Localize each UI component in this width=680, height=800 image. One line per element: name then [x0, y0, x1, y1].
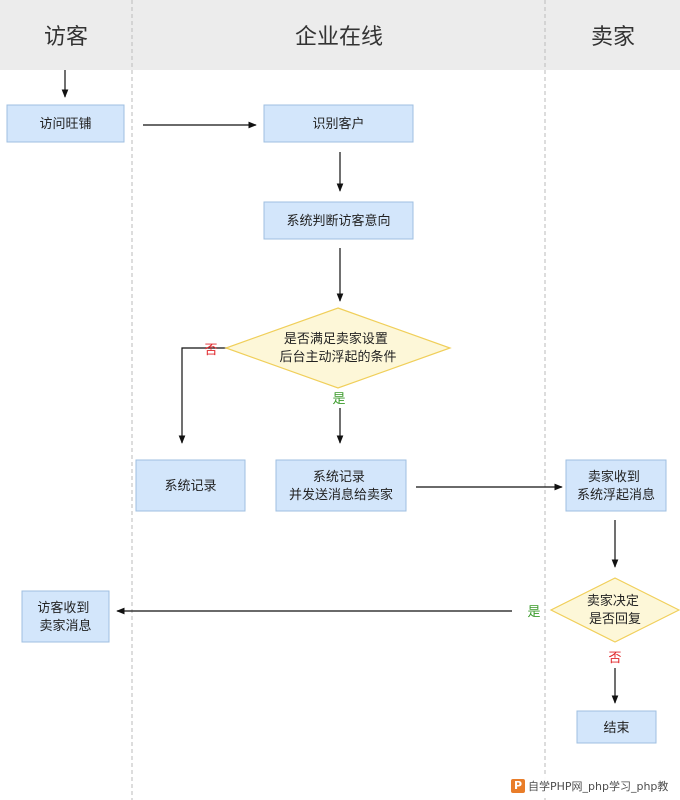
edge-label-yes-1: 是	[332, 392, 345, 407]
node-end	[576, 710, 657, 744]
node-record-and-send-label: 系统记录 并发送消息给卖家	[289, 470, 393, 503]
node-visit-shop-label: 访问旺铺	[39, 117, 91, 132]
watermark: P 自学PHP网_php学习_php教	[508, 776, 675, 796]
node-identify-customer	[263, 104, 414, 143]
lane-header-band	[0, 0, 680, 70]
node-record-only-label: 系统记录	[164, 479, 216, 494]
decision-seller-decide-label: 卖家决定 是否回复	[587, 593, 643, 627]
decision-condition-line-2: 后台主动浮起的条件	[279, 349, 396, 365]
edge-label-no-1: 否	[204, 343, 217, 358]
node-visitor-receive	[21, 590, 110, 643]
node-visitor-receive-label: 访客收到 卖家消息	[37, 600, 93, 634]
node-judge-intent-line-1: 系统判断访客意向	[286, 213, 390, 229]
node-identify-customer-label: 识别客户	[312, 116, 364, 132]
node-seller-receive-label: 卖家收到 系统浮起消息	[577, 469, 655, 503]
arrow-condition-no	[178, 347, 228, 444]
lane-title-visitor: 访客	[44, 25, 88, 50]
node-judge-intent-label: 系统判断访客意向	[286, 213, 390, 229]
node-record-and-send	[275, 459, 407, 512]
node-end-line-1: 结束	[603, 721, 629, 736]
node-record-and-send-line-2: 并发送消息给卖家	[289, 487, 393, 503]
decision-condition-label: 是否满足卖家设置 后台主动浮起的条件	[279, 331, 396, 365]
watermark-text: 自学PHP网_php学习_php教	[528, 780, 669, 793]
node-visitor-receive-line-2: 卖家消息	[39, 618, 91, 634]
node-visitor-receive-line-1: 访客收到	[37, 600, 89, 616]
watermark-logo-icon: P	[511, 779, 525, 793]
node-seller-receive	[565, 459, 667, 512]
node-record-only-line-1: 系统记录	[164, 479, 216, 494]
node-judge-intent	[263, 201, 414, 240]
decision-seller-decide-line-2: 是否回复	[589, 612, 641, 627]
node-record-and-send-line-1: 系统记录	[313, 470, 365, 485]
decision-condition	[224, 307, 452, 389]
node-end-label: 结束	[603, 721, 629, 736]
edge-label-no-2: 否	[608, 651, 621, 666]
node-visit-shop	[6, 104, 125, 143]
lane-title-seller: 卖家	[591, 25, 635, 50]
node-seller-receive-line-1: 卖家收到	[588, 469, 640, 485]
edge-label-yes-2: 是	[527, 605, 540, 620]
decision-seller-decide-line-1: 卖家决定	[587, 593, 639, 609]
lane-title-enterprise: 企业在线	[295, 25, 383, 50]
decision-seller-decide	[549, 577, 680, 643]
node-record-only	[135, 459, 246, 512]
node-seller-receive-line-2: 系统浮起消息	[577, 487, 655, 503]
decision-condition-line-1: 是否满足卖家设置	[284, 331, 388, 347]
